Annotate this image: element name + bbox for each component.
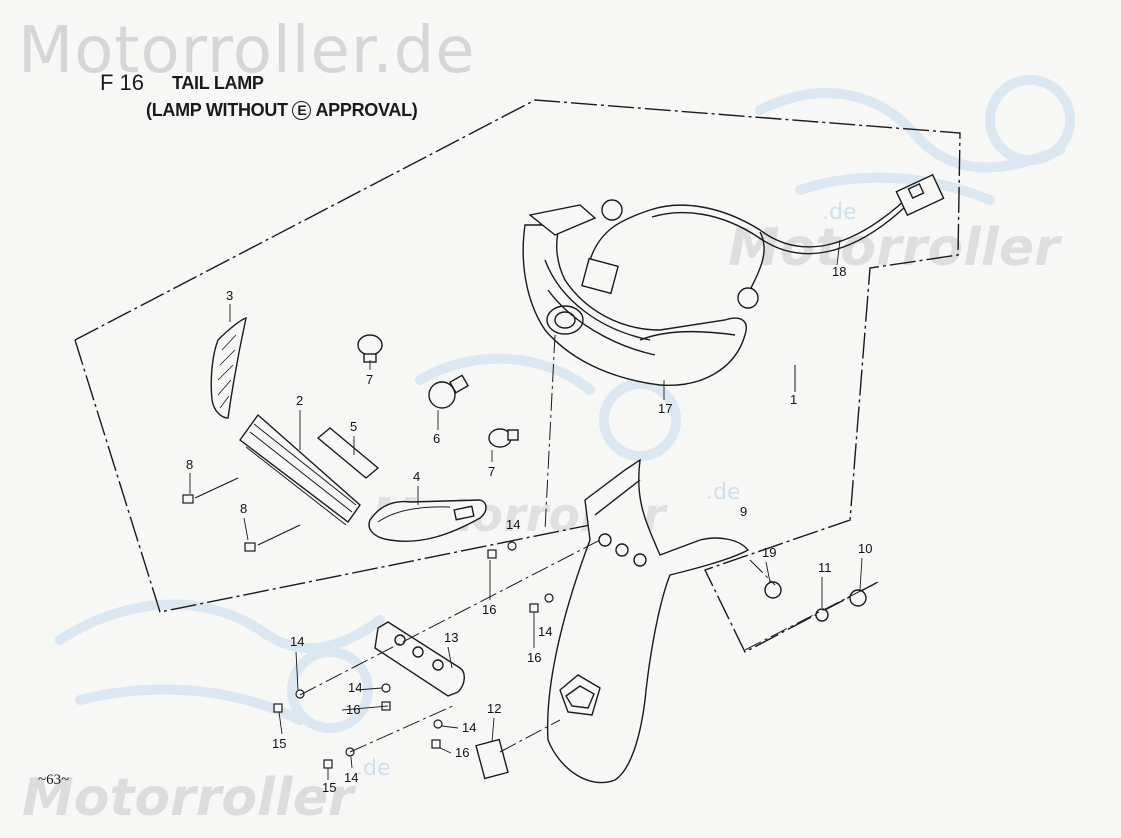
callout-6: 6 — [433, 431, 440, 446]
callout-14-f: 14 — [344, 770, 358, 785]
lens-grille-part-2 — [239, 413, 361, 526]
page-title: TAIL LAMP — [172, 73, 264, 93]
washer-part-11 — [815, 608, 829, 622]
callout-17: 17 — [658, 401, 672, 416]
reflector-strip-part-5 — [316, 427, 380, 479]
assembly-boundary — [74, 99, 961, 653]
callout-16-d: 16 — [455, 745, 469, 760]
wire-harness-part-18 — [539, 173, 945, 309]
subtitle-suffix: APPROVAL) — [311, 100, 418, 120]
callout-18: 18 — [832, 264, 846, 279]
reflector-part-12 — [475, 738, 509, 780]
callout-16-c: 16 — [346, 702, 360, 717]
callout-15-a: 15 — [272, 736, 286, 751]
callout-7-upper: 7 — [366, 372, 373, 387]
callout-3: 3 — [226, 288, 233, 303]
nut-part-19 — [764, 581, 782, 599]
callout-12: 12 — [487, 701, 501, 716]
watermark-right-suffix: .de — [822, 200, 857, 225]
page-subtitle: (LAMP WITHOUT E APPROVAL) — [146, 100, 418, 121]
callout-8-lower: 8 — [240, 501, 247, 516]
plate-part-13 — [374, 621, 465, 697]
bulb-part-7-lower — [488, 428, 519, 448]
callout-2: 2 — [296, 393, 303, 408]
callout-14-b: 14 — [538, 624, 552, 639]
callout-14-e: 14 — [462, 720, 476, 735]
callout-16-a: 16 — [482, 602, 496, 617]
rear-fender-part-9 — [546, 458, 750, 784]
side-reflector-part-3 — [210, 316, 247, 419]
watermark-top: Motorroller.de — [18, 14, 476, 88]
screw-part-8-lower — [244, 524, 301, 552]
callout-5: 5 — [350, 419, 357, 434]
page-number: ~63~ — [38, 772, 70, 788]
callout-14-c: 14 — [290, 634, 304, 649]
e-approval-mark: E — [292, 101, 312, 120]
screw-part-8-upper — [182, 477, 239, 504]
callout-10: 10 — [858, 541, 872, 556]
callout-9: 9 — [740, 504, 747, 519]
callout-8-upper: 8 — [186, 457, 193, 472]
callout-14-a: 14 — [506, 517, 520, 532]
lamp-housing-part-17 — [522, 204, 747, 387]
callout-19: 19 — [762, 545, 776, 560]
watermark-right: Motorroller — [728, 218, 1060, 278]
callout-13: 13 — [444, 630, 458, 645]
watermark-bottom-suffix: .de — [356, 756, 391, 781]
callout-1: 1 — [790, 392, 797, 407]
scooter-watermark-graphics — [55, 75, 1075, 733]
watermark-bottom: Motorroller — [22, 768, 354, 828]
reflector-hatching — [217, 334, 237, 409]
subtitle-prefix: (LAMP WITHOUT — [146, 100, 293, 120]
bulb-part-6 — [428, 374, 470, 409]
assembly-lines — [299, 334, 879, 753]
callout-7-lower: 7 — [488, 464, 495, 479]
assembly-boundary-lower — [74, 339, 591, 613]
callout-15-b: 15 — [322, 780, 336, 795]
section-code: F 16 — [100, 70, 145, 95]
callout-leaders — [189, 239, 863, 780]
callout-11: 11 — [818, 560, 832, 575]
callout-16-b: 16 — [527, 650, 541, 665]
watermark-middle-suffix: .de — [706, 480, 741, 505]
turn-lens-part-4 — [368, 499, 487, 542]
callout-4: 4 — [413, 469, 420, 484]
bulb-part-7-upper — [357, 334, 383, 363]
callout-14-d: 14 — [348, 680, 362, 695]
